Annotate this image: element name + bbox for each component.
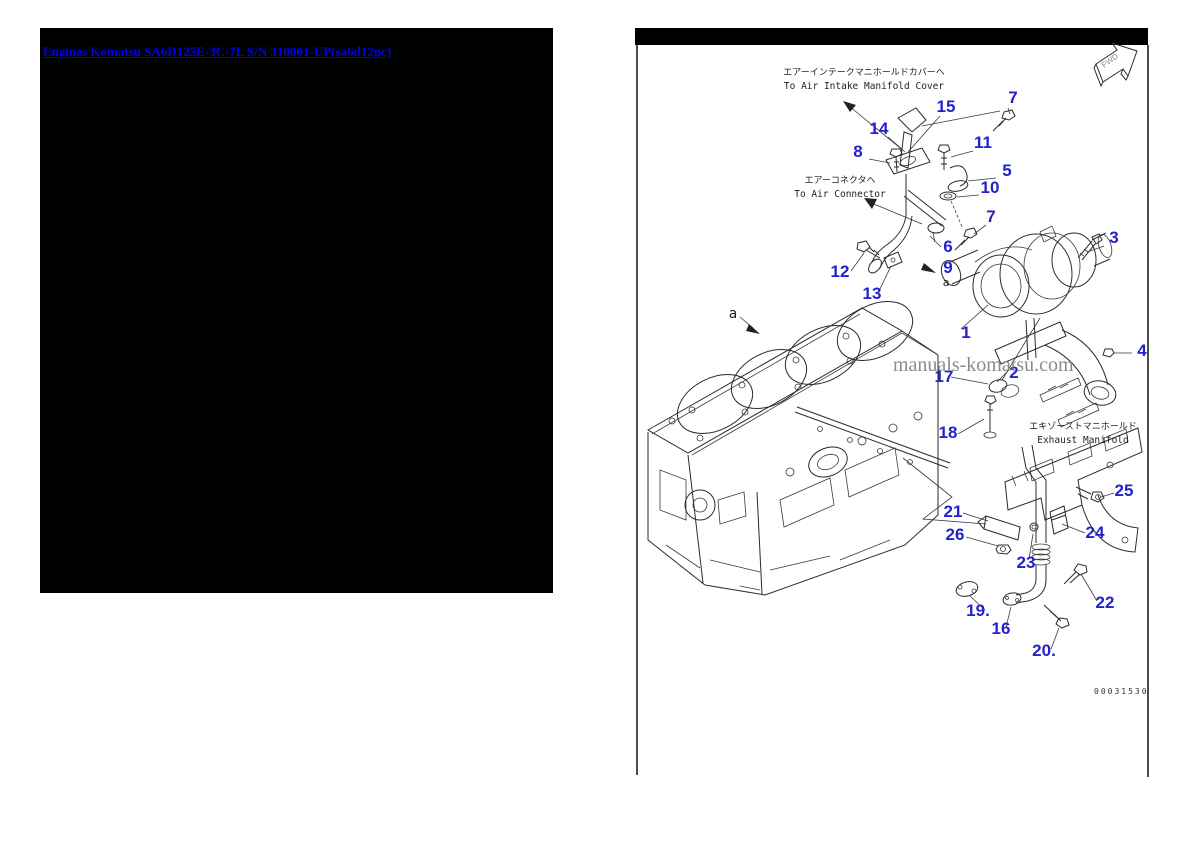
callout-5: 5 bbox=[1002, 161, 1011, 180]
air-connector-arrow bbox=[864, 198, 877, 209]
callout-numbers: 15 7 14 8 11 5 10 7 3 12 13 6 9 1 17 2 4… bbox=[831, 88, 1148, 660]
callout-1: 1 bbox=[961, 323, 970, 342]
callout-12: 12 bbox=[831, 262, 850, 281]
leader-lines bbox=[850, 107, 1132, 650]
callout-20: 20. bbox=[1032, 641, 1056, 660]
view-a-arrow bbox=[746, 324, 760, 334]
exhaust-manifold-drawing bbox=[1004, 427, 1143, 553]
callout-24: 24 bbox=[1086, 523, 1105, 542]
callout-13: 13 bbox=[863, 284, 882, 303]
fwd-label: FWD bbox=[1100, 51, 1120, 69]
watermark: manuals-komatsu.com bbox=[893, 354, 1074, 376]
pipe-a-arrow bbox=[921, 263, 936, 273]
engine-block-drawing bbox=[646, 301, 951, 596]
annotation-air-connector: エアーコネクタヘ To Air Connector bbox=[794, 175, 923, 225]
callout-17: 17 bbox=[935, 367, 954, 386]
annotation-exhaust-manifold: エキゾーストマニホールド Exhaust Manifold bbox=[1029, 421, 1137, 446]
air-intake-arrow bbox=[843, 101, 856, 112]
callout-11: 11 bbox=[974, 133, 992, 152]
callout-7-mid: 7 bbox=[986, 207, 995, 226]
callout-9: 9 bbox=[943, 258, 952, 277]
drawing-number: 00031530 bbox=[1094, 687, 1149, 696]
callout-14: 14 bbox=[870, 119, 889, 138]
view-a-block-label: a bbox=[729, 306, 737, 322]
exhaust-jp-label: エキゾーストマニホールド bbox=[1029, 421, 1137, 432]
air-intake-en-label: To Air Intake Manifold Cover bbox=[784, 81, 944, 92]
annotation-air-intake: エアーインテークマニホールドカバーヘ To Air Intake Manifol… bbox=[783, 67, 945, 153]
air-connector-en-label: To Air Connector bbox=[794, 189, 886, 200]
callout-4: 4 bbox=[1137, 341, 1147, 360]
callout-21: 21 bbox=[944, 502, 963, 521]
callout-7-top: 7 bbox=[1008, 88, 1017, 107]
diagram-top-bar bbox=[635, 28, 1148, 45]
air-pipe-drawing bbox=[856, 107, 1016, 274]
left-image-placeholder bbox=[40, 28, 553, 593]
callout-25: 25 bbox=[1115, 481, 1134, 500]
callout-23: 23 bbox=[1017, 553, 1036, 572]
callout-3: 3 bbox=[1109, 228, 1118, 247]
callout-26: 26 bbox=[946, 525, 965, 544]
callout-22: 22 bbox=[1096, 593, 1115, 612]
callout-15: 15 bbox=[937, 97, 956, 116]
callout-16: 16 bbox=[992, 619, 1011, 638]
callout-19: 19. bbox=[966, 601, 990, 620]
air-connector-jp-label: エアーコネクタヘ bbox=[804, 175, 875, 186]
fwd-arrow-icon: FWD bbox=[1093, 42, 1138, 88]
turbocharger-drawing bbox=[940, 225, 1117, 428]
callout-6: 6 bbox=[943, 237, 952, 256]
callout-18: 18 bbox=[939, 423, 958, 442]
callout-10: 10 bbox=[981, 178, 1000, 197]
callout-2: 2 bbox=[1009, 363, 1018, 382]
view-a-pipe-label: a bbox=[943, 276, 950, 289]
oil-drain-pipe-drawing bbox=[902, 317, 1115, 629]
callout-8: 8 bbox=[853, 142, 862, 161]
exhaust-en-label: Exhaust Manifold bbox=[1037, 435, 1129, 446]
air-intake-jp-label: エアーインテークマニホールドカバーヘ bbox=[783, 67, 944, 78]
engine-model-link[interactable]: Engines Komatsu SA6D125E-3C-7L S/N 31000… bbox=[43, 44, 392, 59]
